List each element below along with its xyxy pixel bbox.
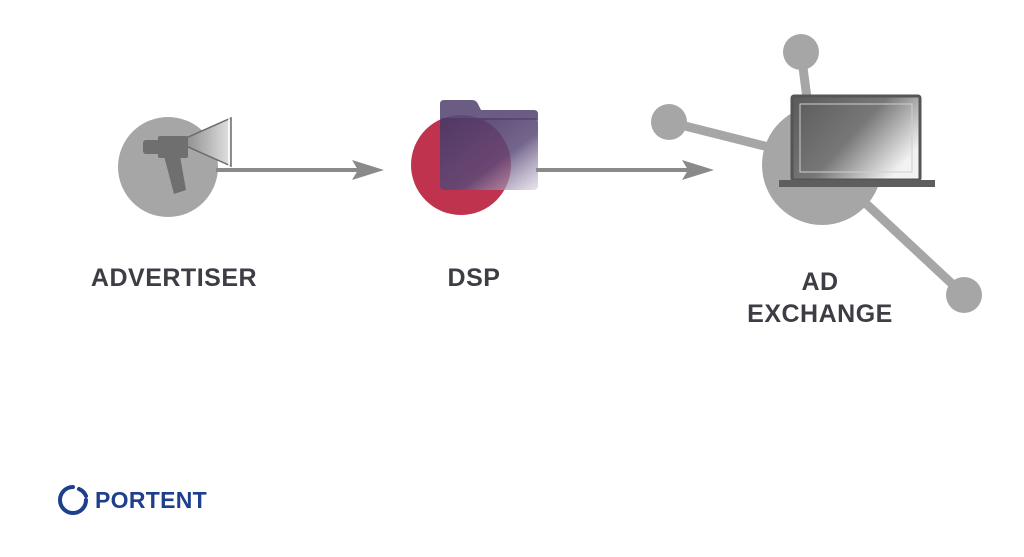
megaphone-icon [143,116,232,194]
advertiser-label: ADVERTISER [90,264,258,292]
advertiser-node [118,116,232,217]
ad-exchange-label-line-1: AD [801,268,839,296]
brand-logo: PORTENT [57,484,207,516]
arrow-advertiser-to-dsp [216,160,384,180]
network-dot-top [783,34,819,70]
ad-exchange-label: AD EXCHANGE [710,266,930,330]
ad-exchange-label-line-2: EXCHANGE [747,300,893,328]
dsp-label: DSP [447,264,501,292]
laptop-network-icon [779,94,935,187]
folder-icon [440,100,538,190]
ad-exchange-node [651,34,982,313]
network-dot-bottom [946,277,982,313]
network-dot-left [651,104,687,140]
dsp-node [411,100,538,215]
brand-name: PORTENT [95,486,207,513]
portent-ring-icon [58,485,88,515]
arrow-dsp-to-adx [536,160,714,180]
